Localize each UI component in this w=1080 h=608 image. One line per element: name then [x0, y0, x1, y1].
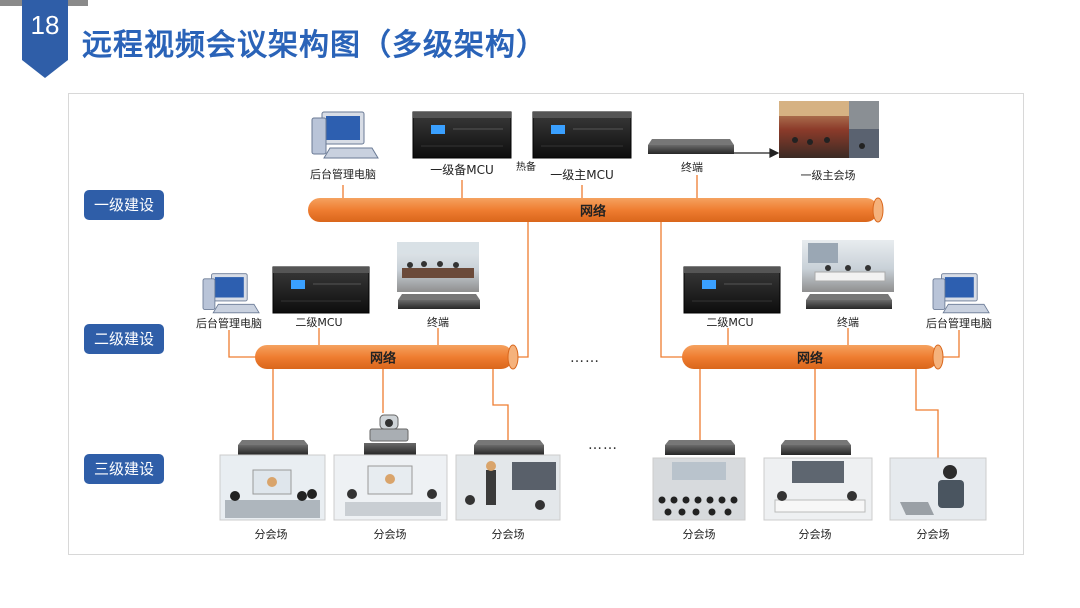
network-bus-level1	[308, 197, 884, 223]
slide-number: 18	[30, 10, 60, 40]
branch-room-image	[219, 454, 326, 521]
label-network-level2-left: 网络	[369, 351, 397, 367]
mcu-rack-icon	[683, 266, 781, 314]
conference-room-image	[397, 242, 479, 292]
label-terminal-level2-left: 终端	[427, 316, 449, 329]
terminal-box-icon	[665, 440, 735, 455]
label-mcu-level2-left: 二级MCU	[295, 316, 343, 329]
network-bus-level2-right	[682, 344, 944, 370]
label-branch: 分会场	[798, 528, 832, 541]
page-title: 远程视频会议架构图（多级架构）	[82, 28, 547, 63]
terminal-box-icon	[781, 440, 851, 455]
mcu-rack-icon	[412, 111, 512, 159]
connector-lines	[228, 175, 960, 458]
label-branch: 分会场	[254, 528, 288, 541]
label-mcu-main: 一级主MCU	[550, 168, 614, 182]
label-branch: 分会场	[373, 528, 407, 541]
label-network-level1: 网络	[579, 204, 607, 220]
label-mcu-backup: 一级备MCU	[430, 163, 494, 177]
terminal-box-icon	[474, 440, 544, 455]
terminal-box-icon	[648, 139, 734, 154]
label-network-level2-right: 网络	[796, 351, 824, 367]
terminal-box-icon	[806, 294, 892, 309]
ellipsis-level2: ……	[570, 350, 600, 366]
branch-room-image	[763, 457, 873, 521]
pc-icon	[202, 273, 260, 314]
label-main-venue: 一级主会场	[800, 169, 856, 182]
label-mcu-level2-right: 二级MCU	[706, 316, 754, 329]
mcu-rack-icon	[272, 266, 370, 314]
mcu-rack-icon	[532, 111, 632, 159]
pc-icon	[932, 273, 990, 314]
ptz-camera-icon	[364, 414, 416, 455]
label-pc-level2-right: 后台管理电脑	[926, 317, 992, 330]
label-pc-level1: 后台管理电脑	[310, 168, 376, 181]
label-branch: 分会场	[916, 528, 950, 541]
terminal-box-icon	[238, 440, 308, 455]
level-badge-1: 一级建设	[84, 190, 164, 220]
level-badge-3: 三级建设	[84, 454, 164, 484]
label-branch: 分会场	[682, 528, 716, 541]
label-pc-level2-left: 后台管理电脑	[196, 317, 262, 330]
network-bus-level2-left	[255, 344, 519, 370]
branch-room-image	[652, 457, 746, 521]
main-venue-image	[779, 101, 879, 158]
label-branch: 分会场	[491, 528, 525, 541]
slide-number-badge	[22, 0, 68, 78]
branch-room-image	[455, 454, 561, 521]
pc-icon	[311, 111, 379, 159]
label-hot-standby: 热备	[516, 162, 536, 173]
label-terminal-level1: 终端	[681, 161, 703, 174]
branch-room-image	[333, 454, 448, 521]
arrows	[734, 148, 780, 158]
label-terminal-level2-right: 终端	[837, 316, 859, 329]
level-badge-2: 二级建设	[84, 324, 164, 354]
conference-room-image	[802, 240, 894, 292]
terminal-box-icon	[398, 294, 480, 309]
ellipsis-level3: ……	[588, 437, 618, 453]
branch-room-image	[889, 457, 987, 521]
